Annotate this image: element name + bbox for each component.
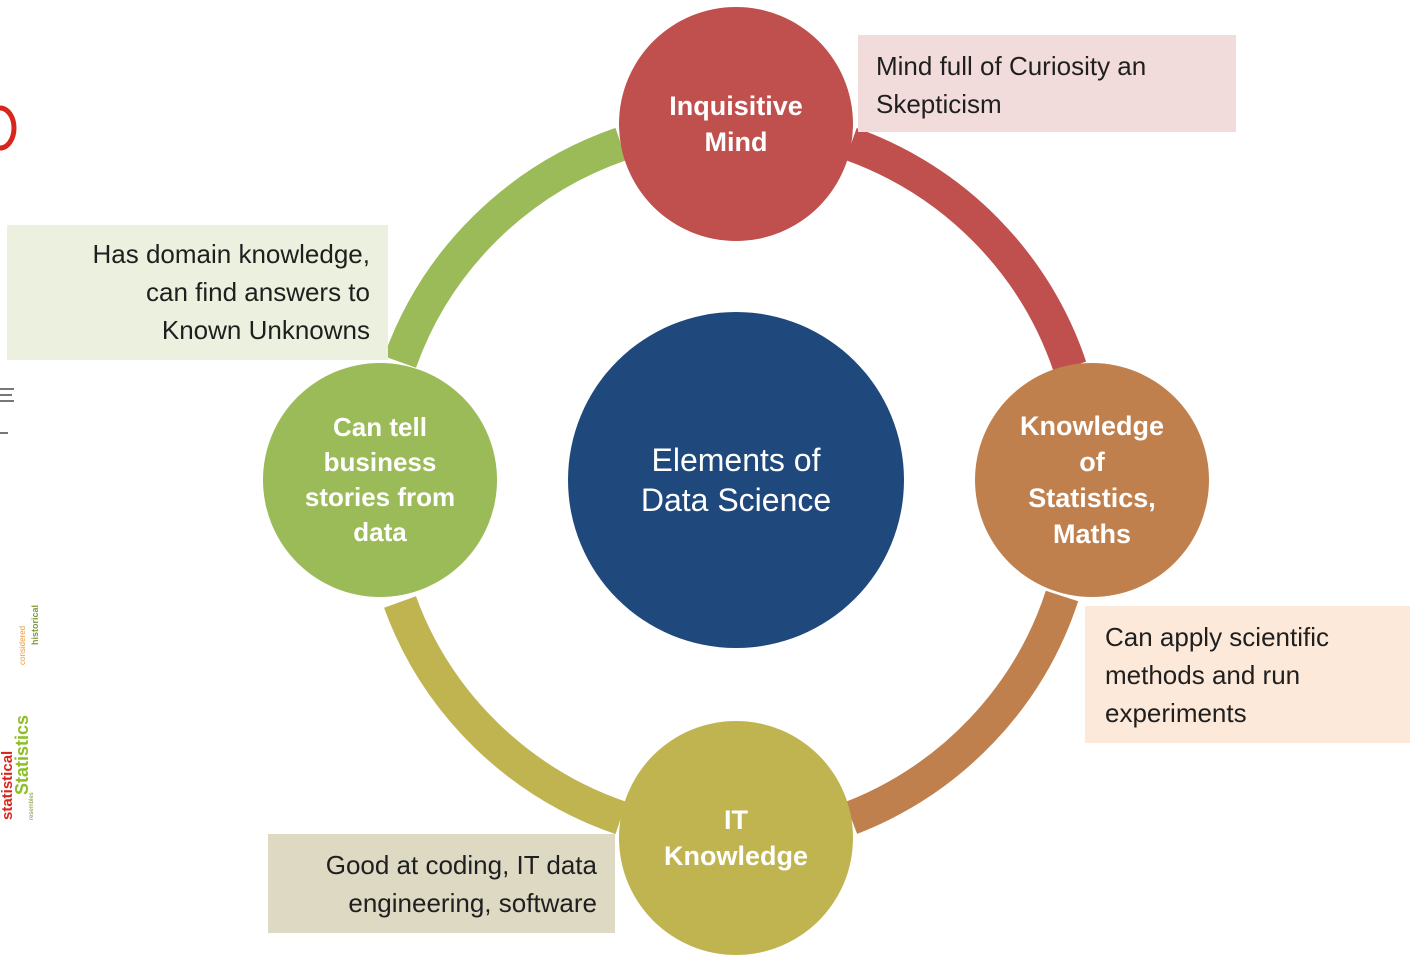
callout-scientific-methods: Can apply scientific methods and run exp… — [1085, 606, 1410, 743]
ring-arc-it-to-business — [384, 596, 627, 835]
node-circle-inquisitive-mind — [619, 7, 853, 241]
word-cloud-word: statistical — [0, 751, 16, 820]
ring-arc-inquisitive-to-statistics — [845, 128, 1087, 373]
center-label: Elements of Data Science — [640, 442, 832, 518]
center-circle — [568, 312, 904, 648]
cropped-orange-shape — [0, 105, 17, 151]
node-circle-statistics-maths — [975, 363, 1209, 597]
word-cloud-word: Statistics — [12, 715, 32, 795]
node-circle-it-knowledge — [619, 721, 853, 955]
word-cloud-word: resembles — [29, 792, 35, 820]
ring-arc-business-to-inquisitive — [383, 127, 627, 368]
callout-coding: Good at coding, IT data engineering, sof… — [268, 834, 615, 933]
ring-arc-statistics-to-it — [844, 590, 1079, 834]
word-cloud-word: historical — [30, 605, 40, 645]
cropped-small-text-fragment — [0, 382, 20, 452]
word-cloud-word: considered — [18, 626, 27, 665]
node-circle-business-stories — [263, 363, 497, 597]
callout-domain-knowledge: Has domain knowledge, can find answers t… — [7, 225, 388, 360]
callout-curiosity: Mind full of Curiosity an Skepticism — [858, 35, 1236, 132]
